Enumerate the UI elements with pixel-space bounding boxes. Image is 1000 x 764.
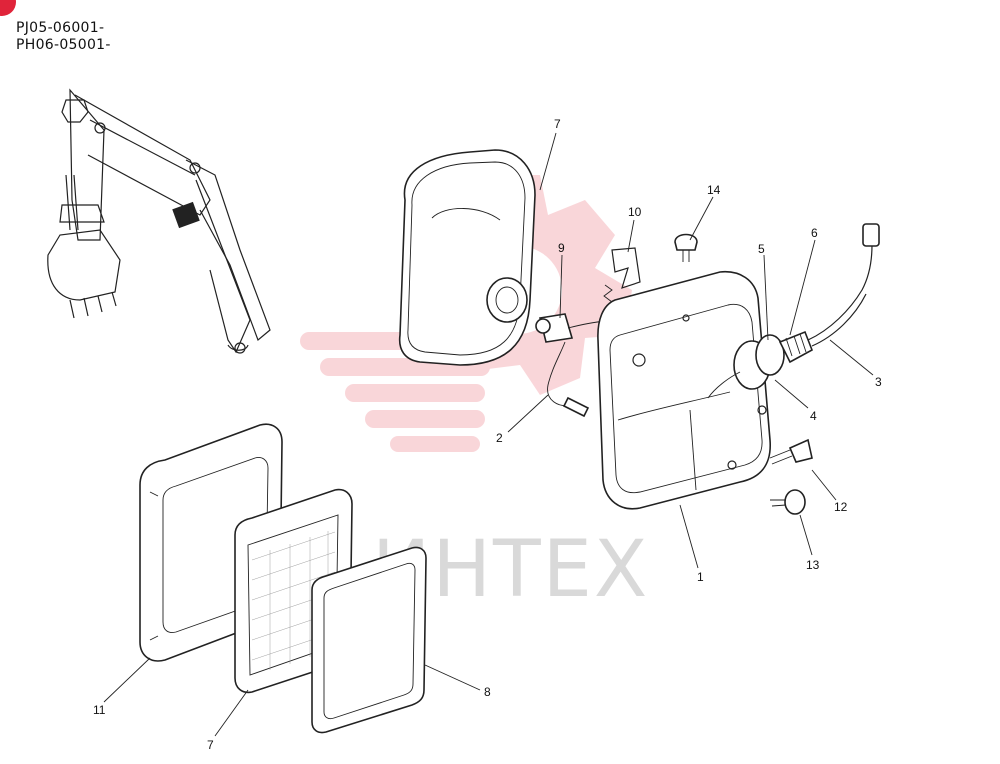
callout-11: 11: [93, 703, 106, 717]
callout-3: 3: [875, 375, 882, 389]
callout-14: 14: [707, 183, 721, 197]
bulb-socket-harness: [535, 313, 631, 418]
serial-range-2: PH06-05001-: [16, 37, 111, 53]
push-rivet: [674, 233, 698, 262]
plastic-rivet: [770, 489, 806, 515]
leader-lines: [103, 132, 874, 737]
callout-1: 1: [697, 570, 704, 584]
spring-clip: [603, 247, 641, 303]
excavator-location-sketch: [47, 88, 271, 354]
lens-gasket: [311, 546, 427, 734]
callout-13: 13: [806, 558, 820, 572]
callout-2: 2: [496, 431, 503, 445]
lamp-cover: [398, 149, 536, 366]
serial-range-1: PJ05-06001-: [16, 20, 105, 36]
callout-5: 5: [758, 242, 765, 256]
callout-10: 10: [628, 205, 642, 219]
lens-texture: [251, 531, 336, 670]
callout-8: 8: [484, 685, 491, 699]
mounting-screw: [769, 438, 813, 465]
callout-7-lens: 7: [207, 738, 214, 752]
lamp-body: [597, 271, 771, 510]
grommet-cable: [707, 223, 880, 399]
callout-6: 6: [811, 226, 818, 240]
callout-4: 4: [810, 409, 817, 423]
callout-9: 9: [558, 241, 565, 255]
callout-labels: 1 2 3 4 5 6 7 7 8 9 10 11 12 13 14: [93, 117, 882, 752]
callout-12: 12: [834, 500, 848, 514]
callout-7-cover: 7: [554, 117, 561, 131]
